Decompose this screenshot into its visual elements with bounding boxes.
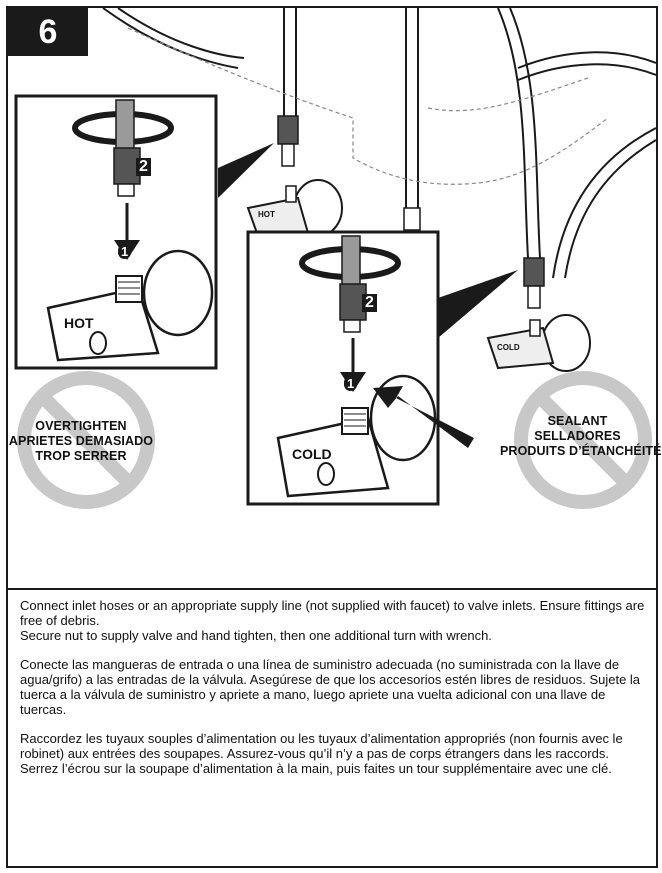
callout-left-step-1-marker: 1 <box>118 244 131 259</box>
step-number: 6 <box>39 13 58 52</box>
instructions-spanish: Conecte las mangueras de entrada o una l… <box>20 657 648 717</box>
callout-right-cold-label: COLD <box>292 446 332 462</box>
callout-right-pointer <box>438 270 518 338</box>
instructions-text: Connect inlet hoses or an appropriate su… <box>20 598 648 790</box>
callout-right <box>248 232 438 504</box>
warning-sealant: SEALANT SELLADORES PRODUITS D’ÉTANCHÉITÉ <box>500 414 655 459</box>
section-divider <box>8 588 656 590</box>
scene-cold-label: COLD <box>497 343 520 352</box>
step-number-badge: 6 <box>8 8 88 56</box>
callout-left-hot-label: HOT <box>64 315 94 331</box>
warning-overtighten: OVERTIGHTEN APRIETES DEMASIADO TROP SERR… <box>6 419 156 464</box>
instructions-english: Connect inlet hoses or an appropriate su… <box>20 598 648 643</box>
instructions-french: Raccordez les tuyaux souples d’alimentat… <box>20 731 648 776</box>
callout-left <box>16 96 216 368</box>
callout-left-step-2-marker: 2 <box>136 158 151 176</box>
scene-hot-label: HOT <box>258 210 275 219</box>
callout-right-step-1-marker: 1 <box>344 376 357 391</box>
installation-illustration <box>8 8 656 588</box>
callout-left-pointer <box>218 143 274 198</box>
callout-right-step-2-marker: 2 <box>362 294 377 312</box>
scene-hot-valve <box>248 180 342 236</box>
